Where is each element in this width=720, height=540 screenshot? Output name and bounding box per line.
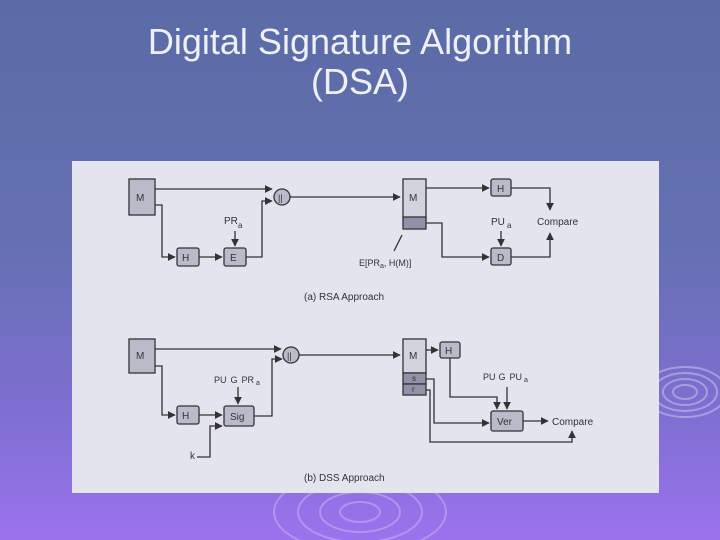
- dss-flow-s-to-ver: [426, 378, 490, 427]
- rsa-labels: M H E || PR a M H D PU a Compare E[PRa, …: [136, 184, 579, 303]
- dss-compare-label: Compare: [552, 417, 594, 428]
- rsa-flow-encrypt-to-concat: [246, 197, 273, 258]
- rsa-message-label: M: [136, 193, 144, 204]
- dss-received-message-label: M: [409, 351, 417, 362]
- rsa-concat-label: ||: [278, 193, 283, 203]
- rsa-approach: [128, 178, 554, 267]
- dss-ver-label: Ver: [497, 417, 513, 428]
- rsa-flow-decrypt-to-compare: [511, 232, 554, 258]
- dss-caption: (b) DSS Approach: [304, 473, 385, 484]
- dss-flow-r-to-compare: [426, 389, 576, 443]
- dss-s-label: s: [412, 374, 416, 383]
- rsa-key-label: PR: [224, 216, 238, 227]
- rsa-pubkey-label: PU: [491, 217, 505, 228]
- dss-concat-label: ||: [287, 351, 292, 361]
- dss-k-label: k: [190, 451, 196, 462]
- dss-r-label: r: [412, 385, 415, 394]
- rsa-pubkey-sub: a: [507, 221, 512, 230]
- rsa-flow-signature-pointer: [393, 234, 403, 252]
- dss-approach: [128, 338, 576, 458]
- rsa-signature-label: E[PRa, H(M)]: [359, 258, 411, 270]
- rsa-encrypt-label: E: [230, 253, 237, 264]
- rsa-received-message-label: M: [409, 193, 417, 204]
- title-line-1: Digital Signature Algorithm: [147, 21, 573, 62]
- slide-title: Digital Signature Algorithm (DSA): [0, 22, 720, 102]
- dss-sig-label: Sig: [230, 412, 244, 423]
- rsa-message-box: [128, 178, 156, 216]
- rsa-flow-hash-to-compare: [511, 187, 554, 211]
- dss-message-label: M: [136, 351, 144, 362]
- dsa-diagram: M H E || PR a M H D PU a Compare E[PRa, …: [128, 178, 594, 484]
- rsa-flow-m-to-hash: [155, 204, 176, 261]
- rsa-flow-sig-to-decrypt: [426, 222, 490, 261]
- rsa-received-signature-box: [402, 216, 427, 230]
- rsa-caption: (a) RSA Approach: [304, 292, 384, 303]
- dss-receiver-hash-label: H: [445, 346, 452, 357]
- rsa-receiver-hash-label: H: [497, 184, 504, 195]
- rsa-decrypt-label: D: [497, 253, 504, 264]
- dss-flow-hash-to-ver: [449, 358, 501, 410]
- dss-message-box: [128, 338, 156, 374]
- dss-flow-k-to-sig: [197, 422, 223, 458]
- dss-hash-label: H: [182, 411, 189, 422]
- dss-flow-sig-to-concat: [254, 355, 283, 417]
- title-line-2: (DSA): [311, 61, 409, 102]
- rsa-hash-label: H: [182, 253, 189, 264]
- rsa-key-sub: a: [238, 221, 243, 230]
- dss-flow-m-to-hash: [155, 365, 176, 419]
- diagram-panel: M H E || PR a M H D PU a Compare E[PRa, …: [72, 161, 659, 493]
- rsa-compare-label: Compare: [537, 217, 579, 228]
